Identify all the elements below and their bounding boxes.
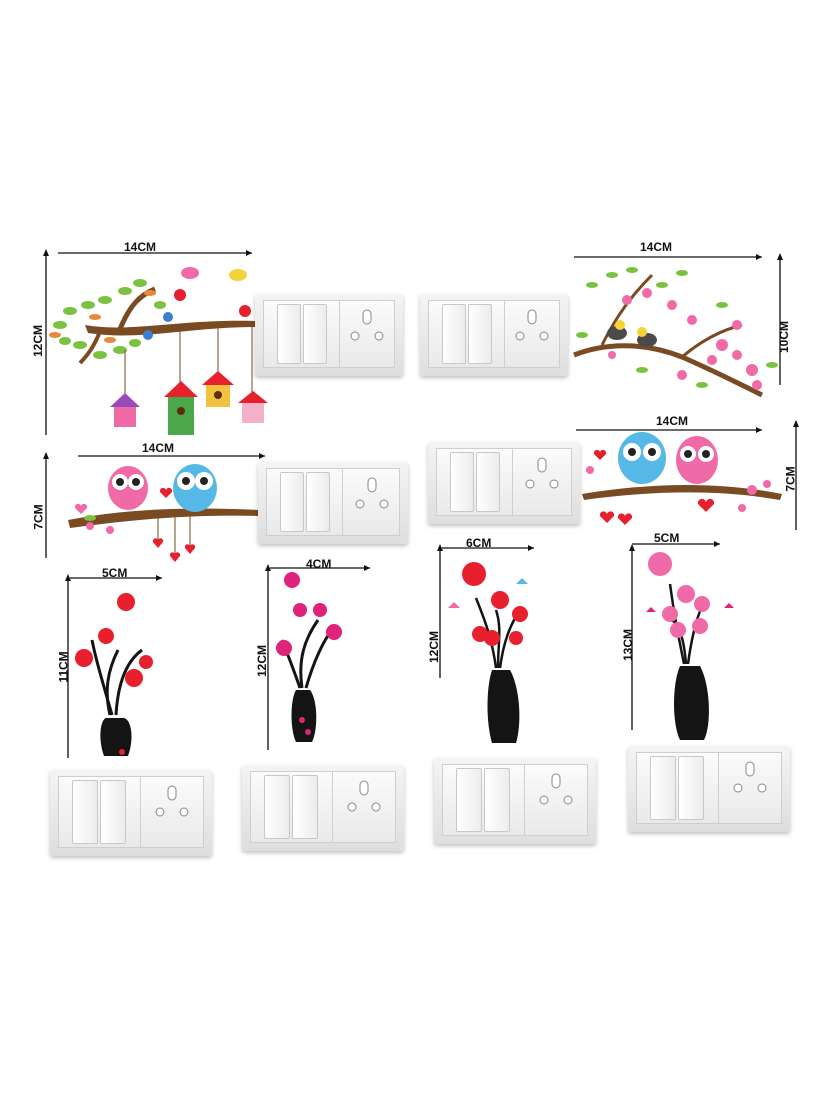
switch-board bbox=[434, 758, 596, 844]
owls-right-width-label: 14CM bbox=[656, 414, 689, 428]
owls-branch-sticker bbox=[572, 420, 802, 535]
blossom-height-label: 10CM bbox=[777, 320, 792, 354]
flower-vase-sticker bbox=[436, 538, 556, 748]
vase1-height-label: 11CM bbox=[56, 651, 71, 683]
switch-board bbox=[420, 294, 568, 376]
switch-board bbox=[258, 462, 408, 544]
vase2-width-label: 4CM bbox=[306, 557, 332, 571]
owls-left-width-label: 14CM bbox=[142, 441, 175, 455]
vase4-width-label: 5CM bbox=[654, 531, 680, 545]
owls-right-height-label: 7CM bbox=[783, 466, 798, 492]
vase3-width-label: 6CM bbox=[466, 536, 492, 550]
blossom-branch-birds-sticker bbox=[572, 245, 802, 415]
blossom-width-label: 14CM bbox=[640, 240, 673, 254]
tree-width-label: 14CM bbox=[124, 240, 157, 254]
switch-board bbox=[428, 442, 580, 524]
switch-board bbox=[255, 294, 403, 376]
flower-vase-sticker bbox=[628, 534, 748, 749]
tree-birdhouse-sticker bbox=[40, 245, 268, 435]
tree-height-label: 12CM bbox=[31, 324, 46, 358]
vase4-height-label: 13CM bbox=[621, 628, 636, 662]
flower-vase-sticker bbox=[62, 570, 172, 770]
vase3-height-label: 12CM bbox=[427, 630, 442, 664]
flower-vase-sticker bbox=[262, 560, 372, 760]
switch-board bbox=[628, 746, 790, 832]
switch-board bbox=[50, 770, 212, 856]
switch-board bbox=[242, 765, 404, 851]
owls-left-height-label: 7CM bbox=[31, 504, 46, 530]
owls-branch-sticker bbox=[40, 448, 265, 563]
vase2-height-label: 12CM bbox=[255, 644, 270, 678]
vase1-width-label: 5CM bbox=[102, 566, 128, 580]
